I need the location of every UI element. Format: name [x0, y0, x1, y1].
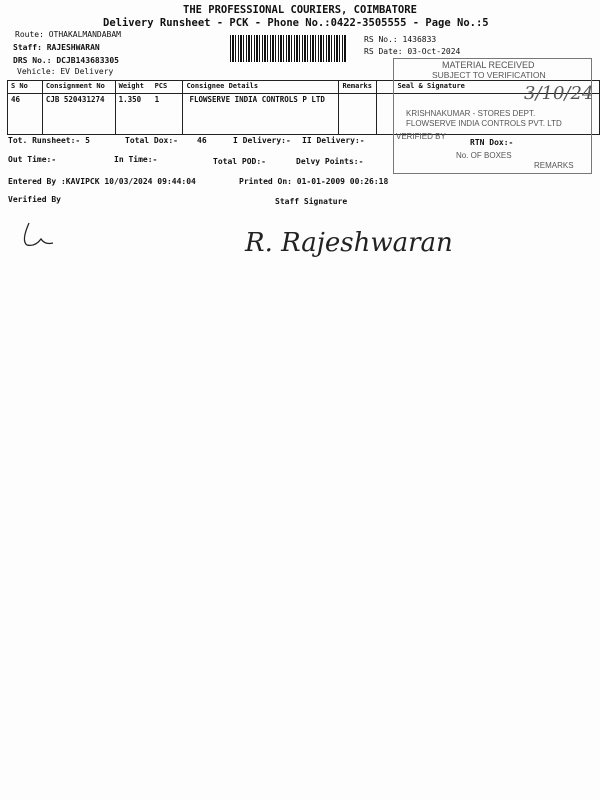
runsheet-subtitle: Delivery Runsheet - PCK - Phone No.:0422…	[103, 17, 489, 29]
col-remarks: Remarks	[338, 80, 378, 94]
col-weight: Weight	[114, 80, 152, 94]
col-consignment: Consignment No	[41, 80, 116, 94]
col-sno: S No	[7, 80, 43, 94]
stamp-remarks: REMARKS	[534, 161, 574, 170]
entered-by: Entered By :KAVIPCK 10/03/2024 09:44:04	[8, 177, 196, 186]
ii-delivery: II Delivery:-	[302, 136, 365, 145]
cell-pcs: 1	[151, 93, 184, 135]
stamp-boxes: No. OF BOXES	[456, 151, 512, 160]
stamp-name: KRISHNAKUMAR - STORES DEPT.	[406, 109, 536, 118]
cell-weight: 1.350	[114, 93, 152, 135]
rs-date: RS Date: 03-Oct-2024	[364, 47, 461, 56]
consignment-table: S No Consignment No Weight PCS Consignee…	[7, 80, 600, 135]
vehicle: Vehicle: EV Delivery	[17, 67, 114, 76]
staff-signature-label: Staff Signature	[275, 197, 348, 206]
staff-signature: R. Rajeshwaran	[245, 228, 453, 258]
total-dox-value: 46	[197, 136, 207, 145]
cell-remarks	[338, 93, 378, 135]
company-title: THE PROFESSIONAL COURIERS, COIMBATORE	[183, 4, 417, 16]
barcode	[230, 35, 347, 62]
rs-number: RS No.: 1436833	[364, 35, 437, 44]
col-consignee: Consignee Details	[182, 80, 340, 94]
received-stamp: MATERIAL RECEIVED SUBJECT TO VERIFICATIO…	[393, 58, 594, 174]
handwritten-date: 3/10/24	[524, 83, 594, 104]
verified-by: Verified By	[8, 195, 61, 204]
cell-sno: 46	[7, 93, 43, 135]
i-delivery: I Delivery:-	[233, 136, 291, 145]
rtn-dox: RTN Dox:-	[470, 138, 514, 147]
stamp-company: FLOWSERVE INDIA CONTROLS PVT. LTD	[406, 119, 562, 128]
route: Route: OTHAKALMANDABAM	[15, 30, 121, 39]
cell-seal	[376, 93, 600, 135]
printed-on: Printed On: 01-01-2009 00:26:18	[239, 177, 389, 186]
cell-consignment: CJB 520431274	[41, 93, 116, 135]
stamp-verified: VERIFIED BY	[396, 132, 446, 141]
out-time: Out Time:-	[8, 155, 57, 164]
stamp-line2: SUBJECT TO VERIFICATION	[432, 70, 546, 80]
stamp-line1: MATERIAL RECEIVED	[442, 60, 535, 70]
tot-runsheet: Tot. Runsheet:- 5	[8, 136, 90, 145]
drs-number: DRS No.: DCJB143683305	[13, 56, 119, 65]
table-row: 46 CJB 520431274 1.350 1 FLOWSERVE INDIA…	[7, 93, 600, 135]
total-dox-label: Total Dox:-	[125, 136, 178, 145]
total-pod: Total POD:-	[213, 157, 266, 166]
delvy-points: Delvy Points:-	[296, 157, 364, 166]
in-time: In Time:-	[114, 155, 158, 164]
col-pcs: PCS	[151, 80, 184, 94]
staff: Staff: RAJESHWARAN	[13, 43, 100, 52]
cell-consignee: FLOWSERVE INDIA CONTROLS P LTD	[182, 93, 340, 135]
verifier-signature	[23, 222, 54, 247]
